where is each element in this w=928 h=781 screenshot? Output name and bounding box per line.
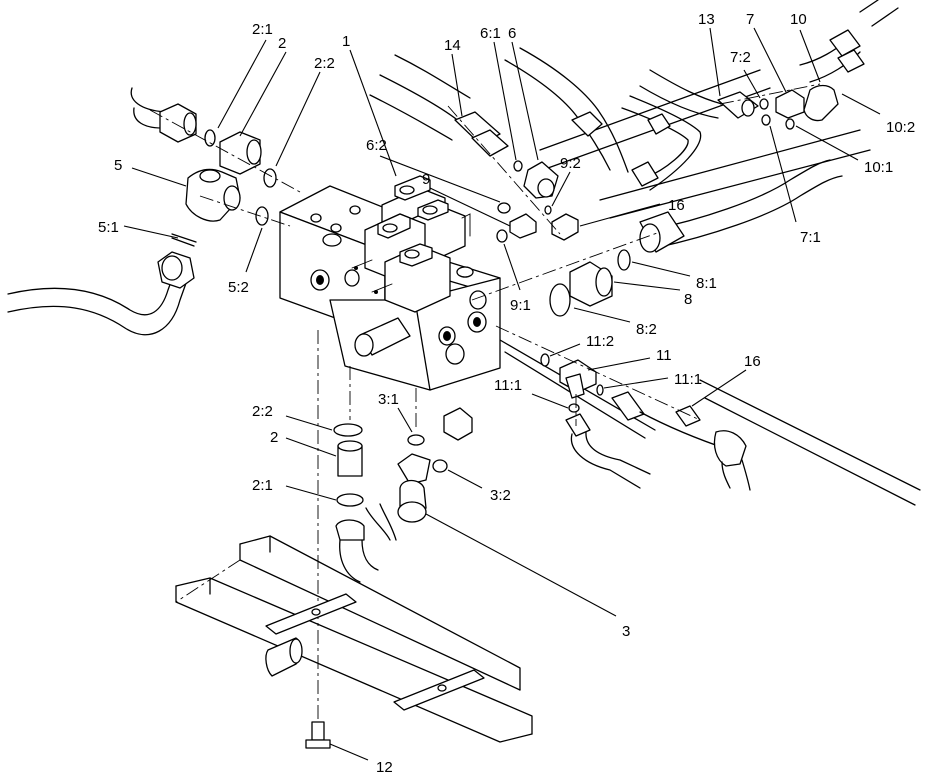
fitting-2 bbox=[219, 131, 262, 175]
callout-2-1-upper: 2:1 bbox=[252, 21, 273, 38]
o-ring-11-1-right bbox=[596, 384, 604, 396]
tube-left-lower bbox=[7, 267, 191, 336]
hose-fitting-13 bbox=[717, 91, 759, 119]
callout-8: 8 bbox=[684, 291, 692, 308]
callout-8-2: 8:2 bbox=[636, 321, 657, 338]
callout-2-lower: 2 bbox=[270, 429, 278, 446]
callout-3: 3 bbox=[622, 623, 630, 640]
callout-9-2: 9:2 bbox=[560, 155, 581, 172]
o-ring-6-2 bbox=[497, 202, 511, 214]
callout-10: 10 bbox=[790, 11, 807, 28]
callout-11-1-right: 11:1 bbox=[674, 371, 702, 388]
callout-11: 11 bbox=[656, 347, 672, 364]
elbow-fitting-3 bbox=[397, 453, 431, 523]
o-ring-7-2 bbox=[759, 98, 769, 110]
callout-9-1: 9:1 bbox=[510, 297, 531, 314]
nut-8-1-cap bbox=[639, 211, 685, 253]
fitting-7 bbox=[775, 89, 805, 119]
callout-9: 9 bbox=[422, 171, 430, 188]
o-ring-8-2 bbox=[549, 283, 571, 317]
nut-fitting-lower-left bbox=[157, 251, 195, 289]
elbow-fitting-5 bbox=[185, 168, 241, 222]
callout-5-1: 5:1 bbox=[98, 219, 119, 236]
callout-3-1: 3:1 bbox=[378, 391, 399, 408]
elbow-fitting-6 bbox=[523, 161, 559, 199]
fitting-8 bbox=[569, 261, 613, 307]
o-ring-2-1-lower bbox=[336, 493, 364, 507]
hose-end-fitting-upper bbox=[571, 111, 671, 187]
manifold-block bbox=[279, 185, 501, 391]
o-ring-6-1 bbox=[513, 160, 523, 172]
callout-14: 14 bbox=[444, 37, 461, 54]
callout-6-1: 6:1 bbox=[480, 25, 501, 42]
callout-7: 7 bbox=[746, 11, 754, 28]
bolt-12 bbox=[305, 721, 331, 749]
callout-7-2: 7:2 bbox=[730, 49, 751, 66]
callout-2-2-lower: 2:2 bbox=[252, 403, 273, 420]
o-ring-9-2 bbox=[544, 205, 552, 215]
callout-3-2: 3:2 bbox=[490, 487, 511, 504]
callout-8-1: 8:1 bbox=[696, 275, 717, 292]
callout-labels: 2:1 2 2:2 1 14 6:1 6 13 7 10 7:2 10:2 5 … bbox=[98, 11, 915, 776]
o-ring-5-2 bbox=[255, 206, 269, 226]
callout-1: 1 bbox=[342, 33, 350, 50]
fitting-16-lower bbox=[675, 405, 701, 427]
callout-10-2: 10:2 bbox=[886, 119, 915, 136]
mounting-bracket bbox=[175, 535, 533, 743]
o-ring-3-1 bbox=[407, 434, 425, 446]
o-ring-11-2 bbox=[540, 353, 550, 367]
tube-lower-right-diag bbox=[499, 339, 921, 506]
hose-fitting-14 bbox=[454, 111, 509, 157]
tube-long-right bbox=[539, 69, 871, 249]
leader-lines bbox=[123, 27, 881, 761]
solenoid-valve-4 bbox=[371, 243, 474, 313]
fitting-9 bbox=[509, 213, 537, 239]
hose-end-lower-right bbox=[611, 391, 731, 451]
o-ring-2-1 bbox=[204, 129, 216, 147]
callout-11-1-left: 11:1 bbox=[494, 377, 522, 394]
callout-5: 5 bbox=[114, 157, 122, 174]
callout-2-upper: 2 bbox=[278, 35, 286, 52]
elbow-fitting-10 bbox=[803, 29, 865, 122]
fitting-16-upper bbox=[551, 213, 579, 241]
tube-upper-middle bbox=[504, 47, 629, 173]
tube-elbow-lower bbox=[335, 503, 397, 583]
nut-fitting-upper-left bbox=[159, 103, 197, 143]
callout-16-upper: 16 bbox=[668, 197, 685, 214]
callout-5-2: 5:2 bbox=[228, 279, 249, 296]
o-ring-2-2-lower bbox=[333, 423, 363, 437]
elbow-hose-lower-right bbox=[713, 430, 751, 491]
callout-2-1-lower: 2:1 bbox=[252, 477, 273, 494]
o-ring-8-1 bbox=[617, 249, 631, 271]
o-ring-7-1 bbox=[761, 114, 771, 126]
callout-16-lower: 16 bbox=[744, 353, 761, 370]
hose-13 bbox=[639, 69, 723, 119]
o-ring-9-1 bbox=[496, 229, 508, 243]
fitting-3-upper bbox=[443, 407, 473, 441]
callout-11-2: 11:2 bbox=[586, 333, 614, 350]
callout-10-1: 10:1 bbox=[864, 159, 893, 176]
o-ring-3-2 bbox=[432, 459, 448, 473]
hose-end-11-lower bbox=[565, 413, 651, 489]
callout-12: 12 bbox=[376, 759, 393, 776]
o-ring-2-2 bbox=[263, 168, 277, 188]
centerlines bbox=[149, 83, 821, 722]
hose-14 bbox=[369, 54, 471, 141]
callout-6-2: 6:2 bbox=[366, 137, 387, 154]
callout-13: 13 bbox=[698, 11, 715, 28]
callout-2-2-upper: 2:2 bbox=[314, 55, 335, 72]
o-ring-10-1 bbox=[785, 118, 795, 130]
o-ring-11-1-lower bbox=[568, 403, 580, 413]
callout-6: 6 bbox=[508, 25, 516, 42]
fitting-2-lower bbox=[337, 440, 363, 477]
callout-7-1: 7:1 bbox=[800, 229, 821, 246]
pin-5-1 bbox=[171, 233, 197, 247]
hose-left-upper bbox=[130, 87, 166, 129]
